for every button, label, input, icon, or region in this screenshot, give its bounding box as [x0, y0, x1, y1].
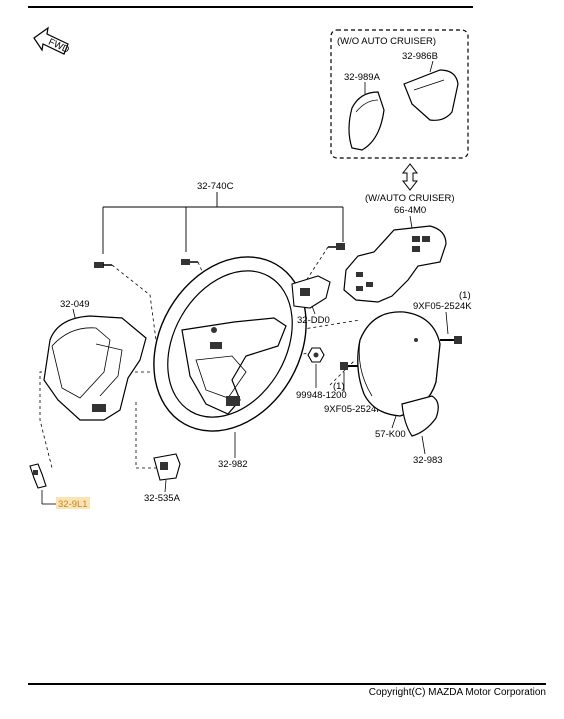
bottom-rule: [28, 683, 546, 685]
label-32-989A: 32-989A: [344, 72, 381, 83]
top-rule: [28, 6, 473, 8]
label-66-4M0: 66-4M0: [394, 205, 426, 216]
label-9XF05-2524K-a: 9XF05-2524K: [413, 301, 472, 312]
label-qty1-b: (1): [333, 381, 345, 392]
label-32-DD0: 32-DD0: [297, 315, 330, 326]
nut-icon: [307, 347, 325, 363]
label-32-049: 32-049: [60, 299, 90, 310]
label-99948-1200: 99948-1200: [296, 390, 347, 401]
fwd-label: FWD: [47, 37, 71, 56]
label-32-983: 32-983: [413, 455, 443, 466]
label-qty1-a: (1): [459, 290, 471, 301]
label-57-K00: 57-K00: [375, 429, 406, 440]
interchange-arrow-icon: [401, 163, 419, 191]
part-32-986B: [403, 69, 459, 121]
part-66-4M0: [343, 225, 447, 303]
screw-center-icon: [181, 259, 198, 265]
label-32-740C: 32-740C: [197, 181, 234, 192]
bolt-right-icon: [440, 336, 462, 344]
label-32-9L1: 32-9L1: [58, 499, 88, 510]
label-wo-auto-cruiser: (W/O AUTO CRUISER): [337, 36, 436, 47]
wo-auto-cruiser-box: [330, 29, 469, 159]
part-32-9L1: [29, 463, 47, 489]
label-32-986B: 32-986B: [402, 51, 438, 62]
fwd-arrow-icon: FWD: [33, 26, 71, 56]
label-9XF05-2524K-b: 9XF05-2524K: [324, 404, 383, 415]
part-32-049: [43, 315, 147, 421]
part-32-DD0: [291, 275, 331, 309]
screw-left-icon: [94, 262, 112, 268]
label-w-auto-cruiser: (W/AUTO CRUISER): [365, 193, 455, 204]
screw-right-icon: [328, 243, 345, 250]
part-32-989A: [348, 91, 385, 151]
part-32-983: [401, 395, 439, 437]
part-32-982-steering-wheel: [153, 256, 307, 432]
label-32-535A: 32-535A: [144, 493, 181, 504]
copyright-text: Copyright(C) MAZDA Motor Corporation: [368, 687, 546, 698]
part-32-535A: [153, 453, 181, 481]
label-32-9L1-highlight: [56, 497, 90, 509]
label-32-982: 32-982: [218, 459, 248, 470]
